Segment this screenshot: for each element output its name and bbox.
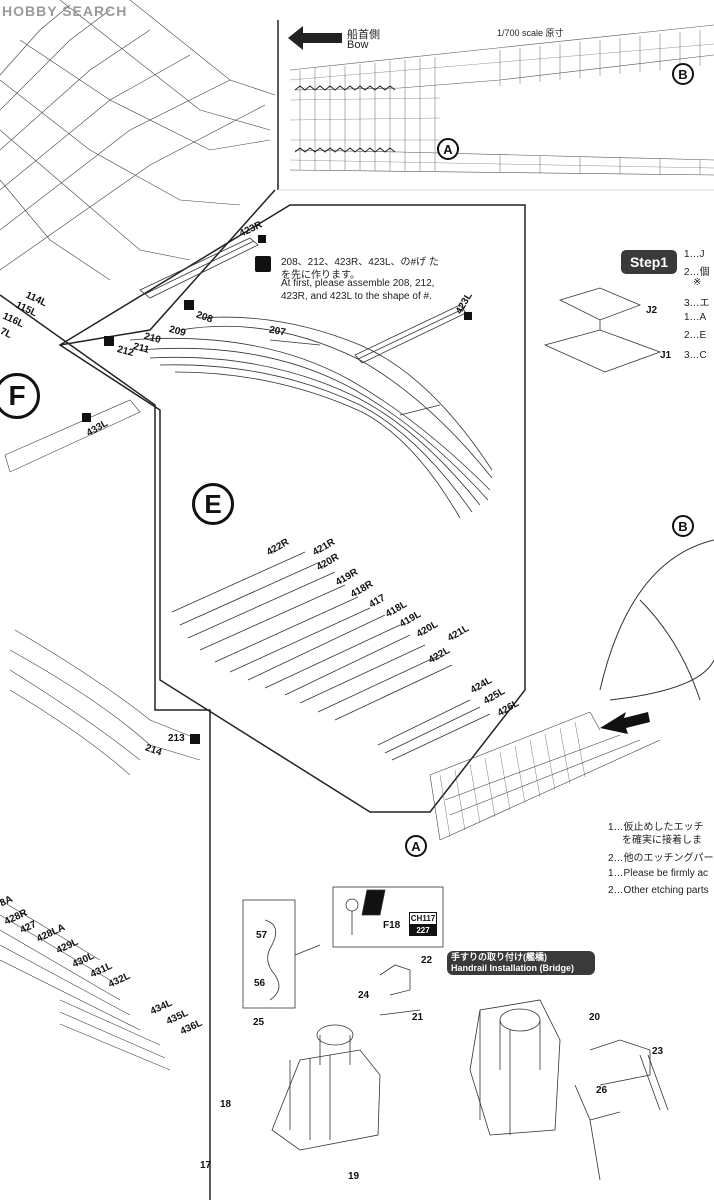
part-icon-423r — [258, 235, 266, 243]
part-21: 21 — [412, 1012, 424, 1023]
bridge-assembly-right — [469, 999, 669, 1181]
callout-a-top: A — [437, 138, 459, 160]
handrail-title-jp: 手すりの取り付け(艦橋) — [451, 952, 547, 962]
zigzag-row — [294, 147, 396, 153]
ch117-badge: CH117 227 — [409, 912, 437, 936]
panel-f-border — [0, 294, 211, 1200]
step-note-5: 1…A — [684, 312, 707, 323]
bridge-assembly-left — [242, 886, 444, 1151]
handrail-title: 手すりの取り付け(艦橋) Handrail Installation (Brid… — [447, 951, 595, 975]
hull-bow — [599, 539, 714, 701]
assembly-note-en-2: 423R, and 423L to the shape of #. — [281, 291, 432, 302]
part-22: 22 — [421, 955, 433, 966]
callout-b-top: B — [672, 63, 694, 85]
part-57: 57 — [256, 930, 268, 941]
part-56: 56 — [254, 978, 266, 989]
part-24: 24 — [358, 990, 370, 1001]
bow-label-en: Bow — [347, 39, 369, 51]
part-17: 17 — [200, 1160, 212, 1171]
note-en-2: 2…Other etching parts — [608, 885, 709, 896]
wrench-icon — [255, 256, 271, 272]
note-jp-1b: を確実に接着しま — [622, 835, 702, 846]
ch227-label: 227 — [409, 925, 437, 936]
step1-badge: Step1 — [621, 250, 677, 274]
callout-e: E — [192, 483, 234, 525]
bow-label-jp: 船首側 — [347, 29, 380, 41]
note-en-1: 1…Please be firmly ac — [608, 868, 709, 879]
panel-e-border — [58, 204, 526, 813]
part-icon-213 — [190, 734, 200, 744]
ladder-strips — [171, 551, 491, 761]
callout-b-right: B — [672, 515, 694, 537]
deck-frame-grid — [0, 0, 276, 281]
step-note-1: 1…J — [684, 249, 705, 260]
part-18: 18 — [220, 1099, 232, 1110]
install-arrow — [600, 712, 650, 734]
part-19: 19 — [348, 1171, 360, 1182]
note-jp-2: 2…他のエッチングパー — [608, 853, 714, 864]
part-26: 26 — [596, 1085, 608, 1096]
part-icon-433l — [82, 413, 91, 422]
zigzag-row — [294, 85, 396, 91]
panel-f-parts — [0, 399, 201, 1071]
watermark: HOBBY SEARCH — [2, 3, 128, 19]
part-20: 20 — [589, 1012, 601, 1023]
panel-top-border — [59, 189, 276, 346]
part-icon-423l — [464, 312, 472, 320]
callout-a-bottom: A — [405, 835, 427, 857]
parts-j1-j2 — [543, 287, 662, 373]
part-icon-212 — [104, 336, 114, 346]
part-j2: J2 — [646, 305, 658, 316]
assembly-note-jp-2: を先に作ります。 — [281, 270, 360, 281]
part-j1: J1 — [660, 350, 672, 361]
ch117-label: CH117 — [409, 912, 437, 925]
step-note-6: 2…E — [684, 330, 707, 341]
scale-note: 1/700 scale 原寸 — [497, 28, 564, 38]
assembly-note-jp-1: 208、212、423R、423L、の#げ た — [281, 257, 439, 268]
step-note-7: 3…C — [684, 350, 707, 361]
part-213: 213 — [168, 733, 185, 744]
callout-f: F — [0, 373, 40, 419]
step-note-4: 3…エ — [684, 298, 710, 309]
part-f18: F18 — [383, 920, 401, 931]
handrail-title-en: Handrail Installation (Bridge) — [451, 963, 575, 973]
note-jp-1: 1…仮止めしたエッチ — [608, 822, 704, 833]
assembly-note-en-1: At first, please assemble 208, 212, — [281, 278, 435, 289]
step-note-3: ※ — [693, 277, 702, 288]
step-note-2: 2…個 — [684, 267, 710, 278]
assembly-208-212 — [129, 237, 493, 519]
part-23: 23 — [652, 1046, 664, 1057]
part-icon-208 — [184, 300, 194, 310]
part-25: 25 — [253, 1017, 265, 1028]
bow-arrow — [288, 26, 342, 50]
